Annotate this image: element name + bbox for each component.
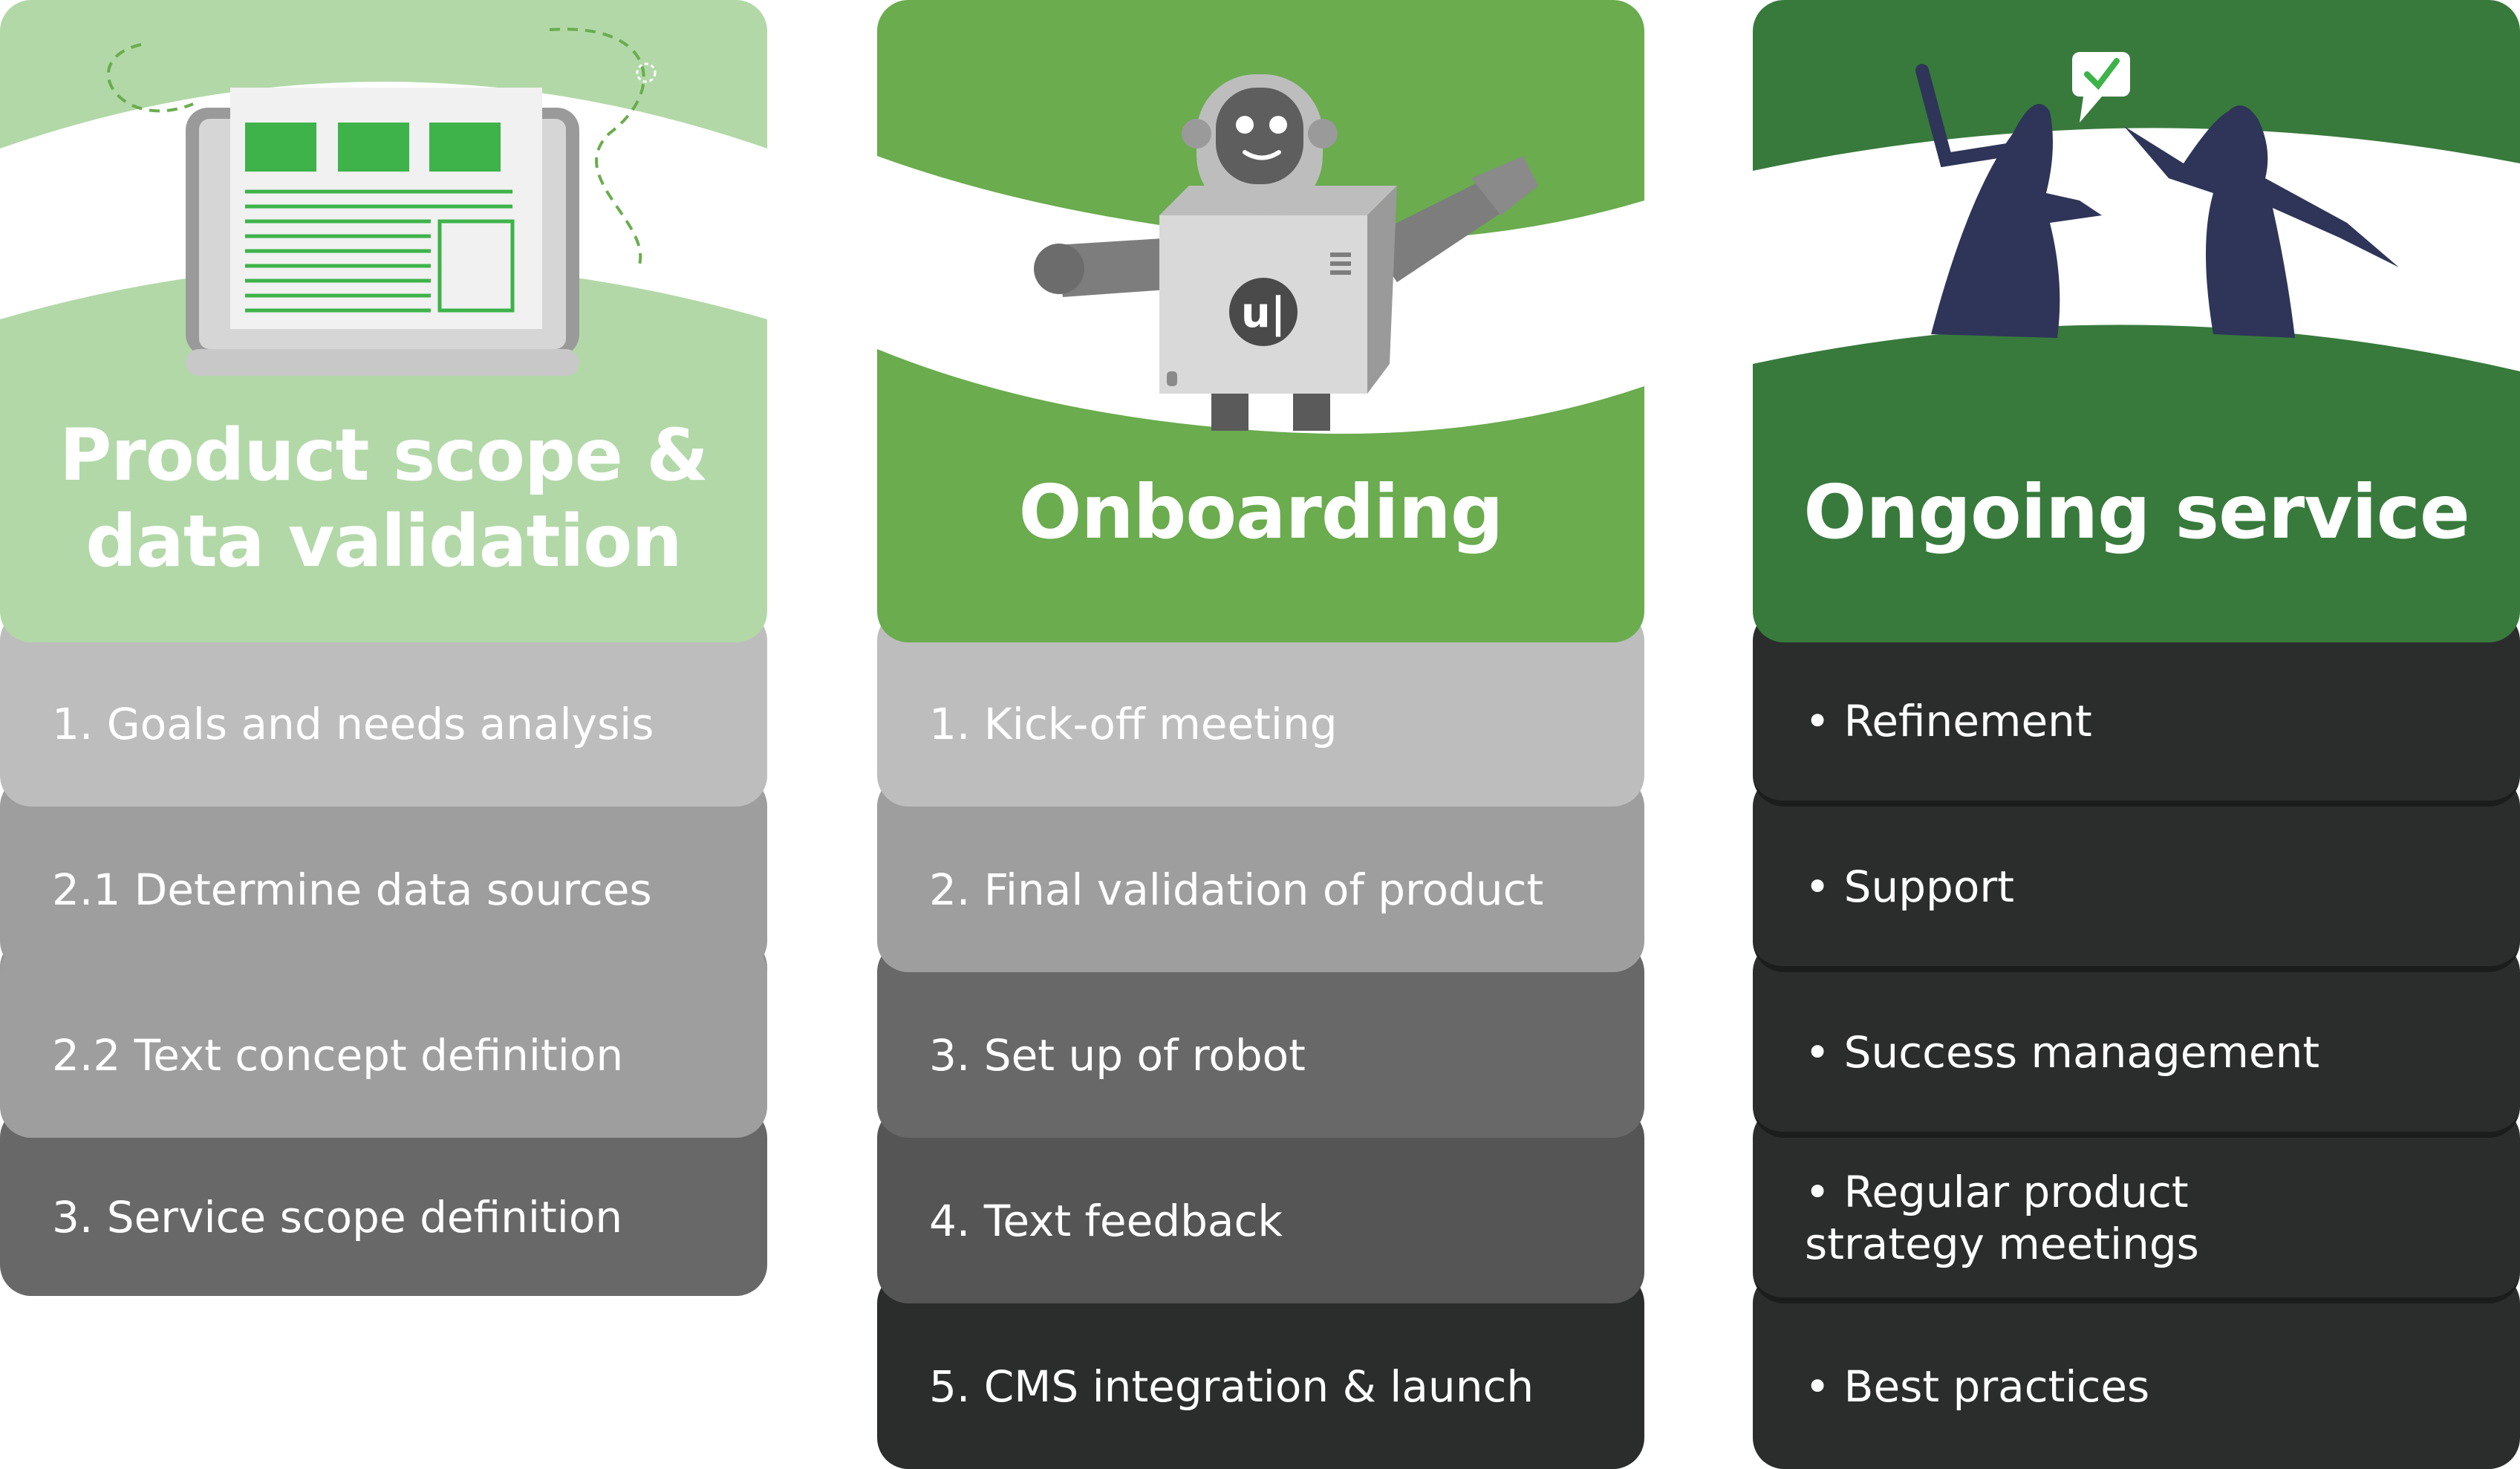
step-label: • Support xyxy=(1805,861,2014,912)
step-row: • Best practices xyxy=(1753,1272,2520,1469)
step-row: 2.1 Determine data sources xyxy=(0,775,767,972)
step-label: 1. Kick-off meeting xyxy=(929,698,1338,749)
step-row: 3. Set up of robot xyxy=(877,941,1644,1138)
column-title: Onboarding xyxy=(1018,469,1504,556)
column-ongoing-service: Ongoing service • Refinement • Support •… xyxy=(1753,0,2520,1469)
step-label: 4. Text feedback xyxy=(929,1195,1283,1246)
step-label: 2.2 Text concept definition xyxy=(52,1029,624,1081)
people-illustration xyxy=(1753,52,2520,371)
step-row: 1. Kick-off meeting xyxy=(877,610,1644,807)
robot-icon: u| xyxy=(1034,74,1538,431)
step-list: 1. Goals and needs analysis 2.1 Determin… xyxy=(0,610,767,1296)
step-row: 2. Final validation of product xyxy=(877,775,1644,972)
column-onboarding: u| Onboarding 1. Kick-off meeting 2. Fin… xyxy=(877,0,1644,1469)
step-label-line-2: strategy meetings xyxy=(1805,1218,2199,1269)
step-label: 2.1 Determine data sources xyxy=(52,864,652,915)
laptop-icon xyxy=(186,88,579,376)
column-header: Product scope & data validation xyxy=(0,0,767,642)
people-high-five-icon xyxy=(1915,52,2399,338)
step-label-line-1: • Regular product xyxy=(1805,1166,2189,1217)
step-label: • Regular product strategy meetings xyxy=(1805,1135,2199,1270)
robot-badge: u| xyxy=(1241,289,1286,337)
step-label: • Refinement xyxy=(1805,695,2092,746)
step-row: • Support xyxy=(1753,775,2520,972)
step-label: 1. Goals and needs analysis xyxy=(52,698,654,749)
step-row: 5. CMS integration & launch xyxy=(877,1272,1644,1469)
step-label: • Best practices xyxy=(1805,1361,2150,1412)
step-label: 2. Final validation of product xyxy=(929,864,1544,915)
step-row: • Regular product strategy meetings xyxy=(1753,1107,2520,1303)
laptop-illustration xyxy=(0,27,767,376)
step-label: • Success management xyxy=(1805,1026,2320,1078)
step-row: 2.2 Text concept definition xyxy=(0,941,767,1138)
robot-illustration: u| xyxy=(877,74,1644,434)
column-header: Ongoing service xyxy=(1753,0,2520,642)
step-list: • Refinement • Support • Success managem… xyxy=(1753,610,2520,1469)
step-row: • Refinement xyxy=(1753,610,2520,807)
step-row: 3. Service scope definition xyxy=(0,1107,767,1296)
title-line-2: data validation xyxy=(85,500,682,583)
step-row: • Success management xyxy=(1753,941,2520,1138)
column-title: Product scope & data validation xyxy=(0,412,767,584)
column-header: u| Onboarding xyxy=(877,0,1644,642)
step-row: 1. Goals and needs analysis xyxy=(0,610,767,807)
step-label: 3. Service scope definition xyxy=(52,1191,623,1242)
step-label: 5. CMS integration & launch xyxy=(929,1361,1534,1412)
step-label: 3. Set up of robot xyxy=(929,1029,1306,1081)
column-product-scope: Product scope & data validation 1. Goals… xyxy=(0,0,767,1296)
step-row: 4. Text feedback xyxy=(877,1107,1644,1303)
step-list: 1. Kick-off meeting 2. Final validation … xyxy=(877,610,1644,1469)
column-title: Ongoing service xyxy=(1803,469,2470,556)
title-line-1: Product scope & xyxy=(59,414,709,497)
